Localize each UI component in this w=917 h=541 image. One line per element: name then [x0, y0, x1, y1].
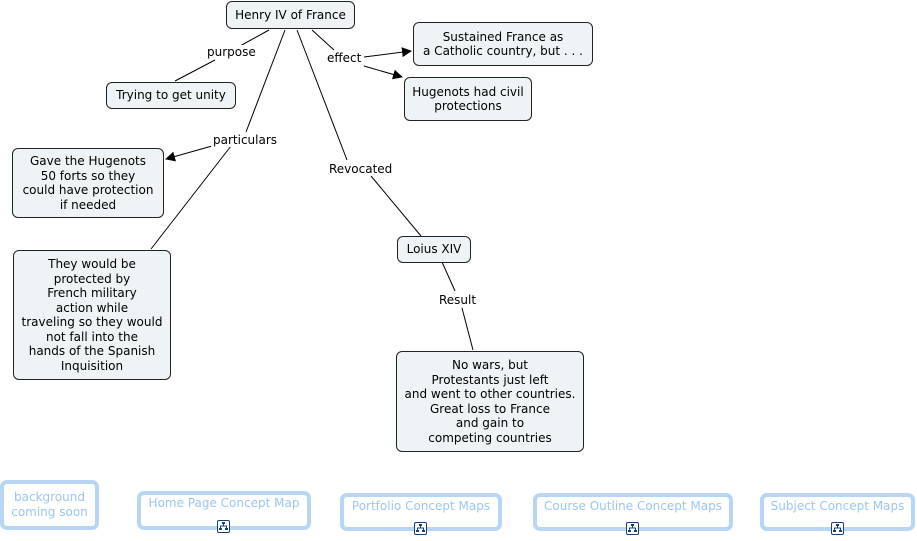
concept-map-link-icon[interactable] [217, 520, 230, 533]
link-label-revocated: Revocated [327, 162, 395, 176]
nav-subject-label: Subject Concept Maps [770, 499, 905, 513]
link-louis-result [441, 261, 456, 292]
concept-map-link-icon[interactable] [626, 522, 639, 535]
link-henry-effect [311, 29, 335, 51]
nav-portfolio-label: Portfolio Concept Maps [351, 499, 491, 513]
link-revocated-louis [370, 175, 422, 237]
hierarchy-icon [833, 524, 842, 532]
link-label-result: Result [437, 293, 479, 307]
link-henry-purpose [239, 29, 270, 47]
concept-fifty-forts[interactable]: Gave the Hugenots 50 forts so they could… [12, 148, 164, 218]
hierarchy-icon [219, 522, 228, 530]
link-effect-hugenots [363, 65, 403, 80]
hierarchy-icon [416, 524, 425, 532]
nav-background-coming-soon[interactable]: background coming soon [0, 480, 99, 530]
link-label-effect: effect [325, 51, 364, 65]
concept-sustained-france[interactable]: Sustained France as a Catholic country, … [413, 22, 593, 66]
nav-home-label: Home Page Concept Map [148, 496, 300, 510]
link-label-purpose: purpose [205, 45, 258, 59]
concept-french-protection[interactable]: They would be protected by French milita… [13, 250, 171, 380]
link-effect-sustained [363, 47, 412, 58]
concept-trying-unity[interactable]: Trying to get unity [106, 82, 236, 109]
concept-henry-iv[interactable]: Henry IV of France [226, 1, 355, 29]
concept-louis-xiv[interactable]: Loius XIV [397, 236, 471, 263]
link-result-nowars [461, 307, 474, 351]
hierarchy-icon [628, 524, 637, 532]
link-henry-revocated [296, 29, 348, 161]
concept-hugenots-civil[interactable]: Hugenots had civil protections [404, 77, 532, 121]
link-henry-particulars [245, 29, 286, 133]
nav-course-outline-concept-maps[interactable]: Course Outline Concept Maps [533, 493, 733, 531]
link-purpose-unity [174, 59, 216, 82]
link-label-particulars: particulars [211, 133, 280, 147]
link-particulars-forts [165, 145, 213, 162]
nav-course-label: Course Outline Concept Maps [544, 499, 722, 513]
concept-map-link-icon[interactable] [414, 522, 427, 535]
concept-map-link-icon[interactable] [831, 522, 844, 535]
concept-no-wars[interactable]: No wars, but Protestants just left and w… [396, 351, 584, 452]
link-particulars-protected [150, 145, 232, 250]
